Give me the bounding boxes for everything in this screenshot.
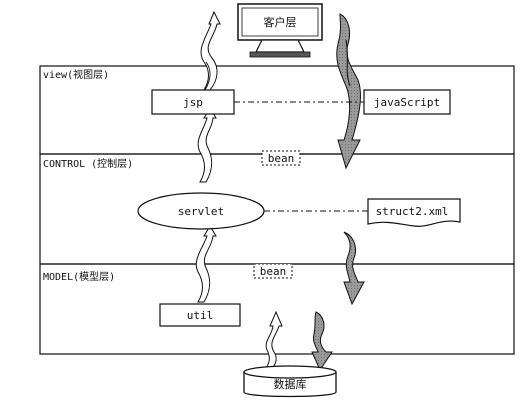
util-node: util xyxy=(159,303,241,327)
database-icon: 数据库 xyxy=(243,365,337,398)
struts-node: struct2.xml xyxy=(367,198,461,227)
struts-label: struct2.xml xyxy=(376,205,449,218)
layer-view-label: view(视图层) xyxy=(43,68,109,81)
servlet-node: servlet xyxy=(137,192,265,230)
right-arrow-lower xyxy=(343,231,365,306)
javascript-label: javaScript xyxy=(374,96,440,109)
layer-model-label: MODEL(模型层) xyxy=(43,270,115,283)
left-arrow-middle xyxy=(197,107,217,183)
db-arrow-left xyxy=(265,310,283,369)
bean-label-control: bean xyxy=(268,152,295,165)
bean-label-model: bean xyxy=(260,265,287,278)
left-arrow-top xyxy=(200,10,221,91)
bean-tag-model: bean xyxy=(253,263,293,279)
servlet-label: servlet xyxy=(178,205,224,218)
database-label: 数据库 xyxy=(274,377,307,391)
layer-control-label: CONTROL (控制层) xyxy=(43,157,133,170)
left-arrow-lower xyxy=(195,225,217,303)
util-label: util xyxy=(187,309,214,322)
right-arrow-top xyxy=(336,13,361,170)
jsp-node: jsp xyxy=(151,89,235,115)
computer-monitor-icon xyxy=(237,3,323,58)
javascript-node: javaScript xyxy=(363,89,451,115)
bean-tag-control: bean xyxy=(261,150,301,166)
db-arrow-right xyxy=(311,311,333,372)
client-label: 客户层 xyxy=(264,15,297,29)
jsp-label: jsp xyxy=(183,96,203,109)
